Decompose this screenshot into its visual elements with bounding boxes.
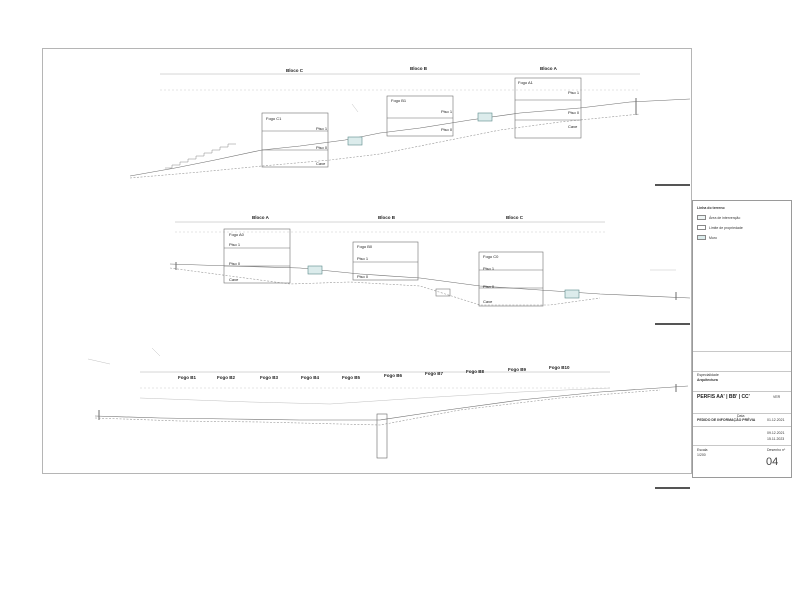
s1-pool-2 xyxy=(477,112,493,122)
s1-floor-b1: Fogo B1 xyxy=(391,98,407,103)
s1-building-c1 xyxy=(261,112,329,168)
s3-lot-b3: Fogo B3 xyxy=(260,375,278,380)
s3-lot-b1: Fogo B1 xyxy=(178,375,196,380)
s2-floor-c0-piso1: Piso 1 xyxy=(483,266,495,271)
s1-floor-cave-c: Cave xyxy=(316,161,326,166)
sheet-number: 04 xyxy=(766,456,779,468)
s1-floor-c1-piso1: Piso 1 xyxy=(316,126,328,131)
s1-terrain-line xyxy=(129,98,691,177)
s2-block-label-b: Bloco B xyxy=(378,215,396,220)
s3-lot-b7: Fogo B7 xyxy=(425,371,443,376)
s2-pool-2 xyxy=(564,289,580,299)
s1-floor-a1-piso1: Piso 1 xyxy=(568,90,580,95)
title-block: Linha do terreno Área de intervenção Lim… xyxy=(692,200,792,478)
legend-swatch-boundary xyxy=(697,225,706,230)
s1-stairs xyxy=(165,143,236,169)
s3-lot-b5: Fogo B5 xyxy=(342,375,360,380)
scale-label: Escala xyxy=(697,448,708,452)
legend-item-area: Área de intervenção xyxy=(709,216,741,220)
date-label: Data xyxy=(737,414,745,418)
s1-block-label-a: Bloco A xyxy=(540,66,557,71)
legend-item-boundary: Limite de propriedade xyxy=(709,226,743,230)
s1-block-label-c: Bloco C xyxy=(286,68,304,73)
s2-building-b0 xyxy=(352,241,419,281)
scale-value: 1/200 xyxy=(697,453,706,457)
discipline-label: Especialidade xyxy=(697,373,719,377)
legend-swatch-wall xyxy=(697,235,706,240)
s1-scale-bar xyxy=(655,184,690,186)
s2-floor-b0-piso0: Piso 0 xyxy=(357,274,369,279)
s1-block-label-b: Bloco B xyxy=(410,66,428,71)
drawing-title: PERFIS AA' | BB' | CC' xyxy=(697,394,750,400)
s3-manhole xyxy=(376,413,388,459)
date-2: 09.12.2021 xyxy=(767,431,785,435)
s2-building-c0 xyxy=(478,251,544,307)
s2-floor-b0-piso1: Piso 1 xyxy=(357,256,369,261)
s1-floor-a1-piso0: Piso 0 xyxy=(568,110,580,115)
s1-pool-1 xyxy=(347,136,363,146)
s1-building-a1 xyxy=(514,77,582,139)
s1-floor-a1: Fogo A1 xyxy=(518,80,533,85)
s3-lot-b2: Fogo B2 xyxy=(217,375,235,380)
s2-terrain-line xyxy=(169,263,691,299)
date-3: 15.11.2023 xyxy=(767,437,785,441)
s3-lot-b8: Fogo B8 xyxy=(466,369,484,374)
s2-block-label-a: Bloco A xyxy=(252,215,269,220)
s3-excavation-line xyxy=(94,389,661,426)
s1-floor-c1-piso0: Piso 0 xyxy=(316,145,328,150)
s3-lot-b6: Fogo B6 xyxy=(384,373,402,378)
discipline: Arquitectura xyxy=(697,378,718,382)
s1-excavation-line xyxy=(129,113,641,179)
phase: PEDIDO DE INFORMAÇÃO PRÉVIA xyxy=(697,418,756,422)
s1-floor-b1-piso1: Piso 1 xyxy=(441,109,453,114)
s3-scale-bar xyxy=(655,487,690,489)
legend-swatch-area xyxy=(697,215,706,220)
s3-lot-b4: Fogo B4 xyxy=(301,375,319,380)
s1-building-b1 xyxy=(386,95,454,137)
s1-floor-cave-a: Cave xyxy=(568,124,578,129)
s3-lot-b9: Fogo B9 xyxy=(508,367,526,372)
s2-floor-a0-piso0: Piso 0 xyxy=(229,261,241,266)
s2-floor-a0-piso1: Piso 1 xyxy=(229,242,241,247)
s2-excavation-line xyxy=(169,267,601,306)
s3-lot-b10: Fogo B10 xyxy=(549,365,570,370)
s2-floor-a0: Fogo A0 xyxy=(229,232,244,237)
s3-upper-line xyxy=(139,387,611,405)
legend-item-wall: Muro xyxy=(709,236,717,240)
sheet-label: Desenho nº xyxy=(767,448,786,452)
s2-block-label-c: Bloco C xyxy=(506,215,524,220)
s2-floor-c0-piso0: Piso 0 xyxy=(483,284,495,289)
s2-floor-cave-c: Cave xyxy=(483,299,493,304)
s1-floor-b1-piso0: Piso 0 xyxy=(441,127,453,132)
s1-floor-c1: Fogo C1 xyxy=(266,116,282,121)
s2-tank xyxy=(435,288,451,297)
drawing-status: VER xyxy=(773,395,781,399)
s2-floor-c0: Fogo C0 xyxy=(483,254,499,259)
drawing-sheet-border xyxy=(42,48,692,474)
s2-pool-1 xyxy=(307,265,323,275)
s2-floor-b0: Fogo B0 xyxy=(357,244,373,249)
legend-heading: Linha do terreno xyxy=(697,206,725,210)
date-1: 01.12.2021 xyxy=(767,418,785,422)
s2-building-a0 xyxy=(223,228,291,284)
s3-terrain-line xyxy=(94,385,689,421)
s2-scale-bar xyxy=(655,323,690,325)
s2-floor-cave-a: Cave xyxy=(229,277,239,282)
